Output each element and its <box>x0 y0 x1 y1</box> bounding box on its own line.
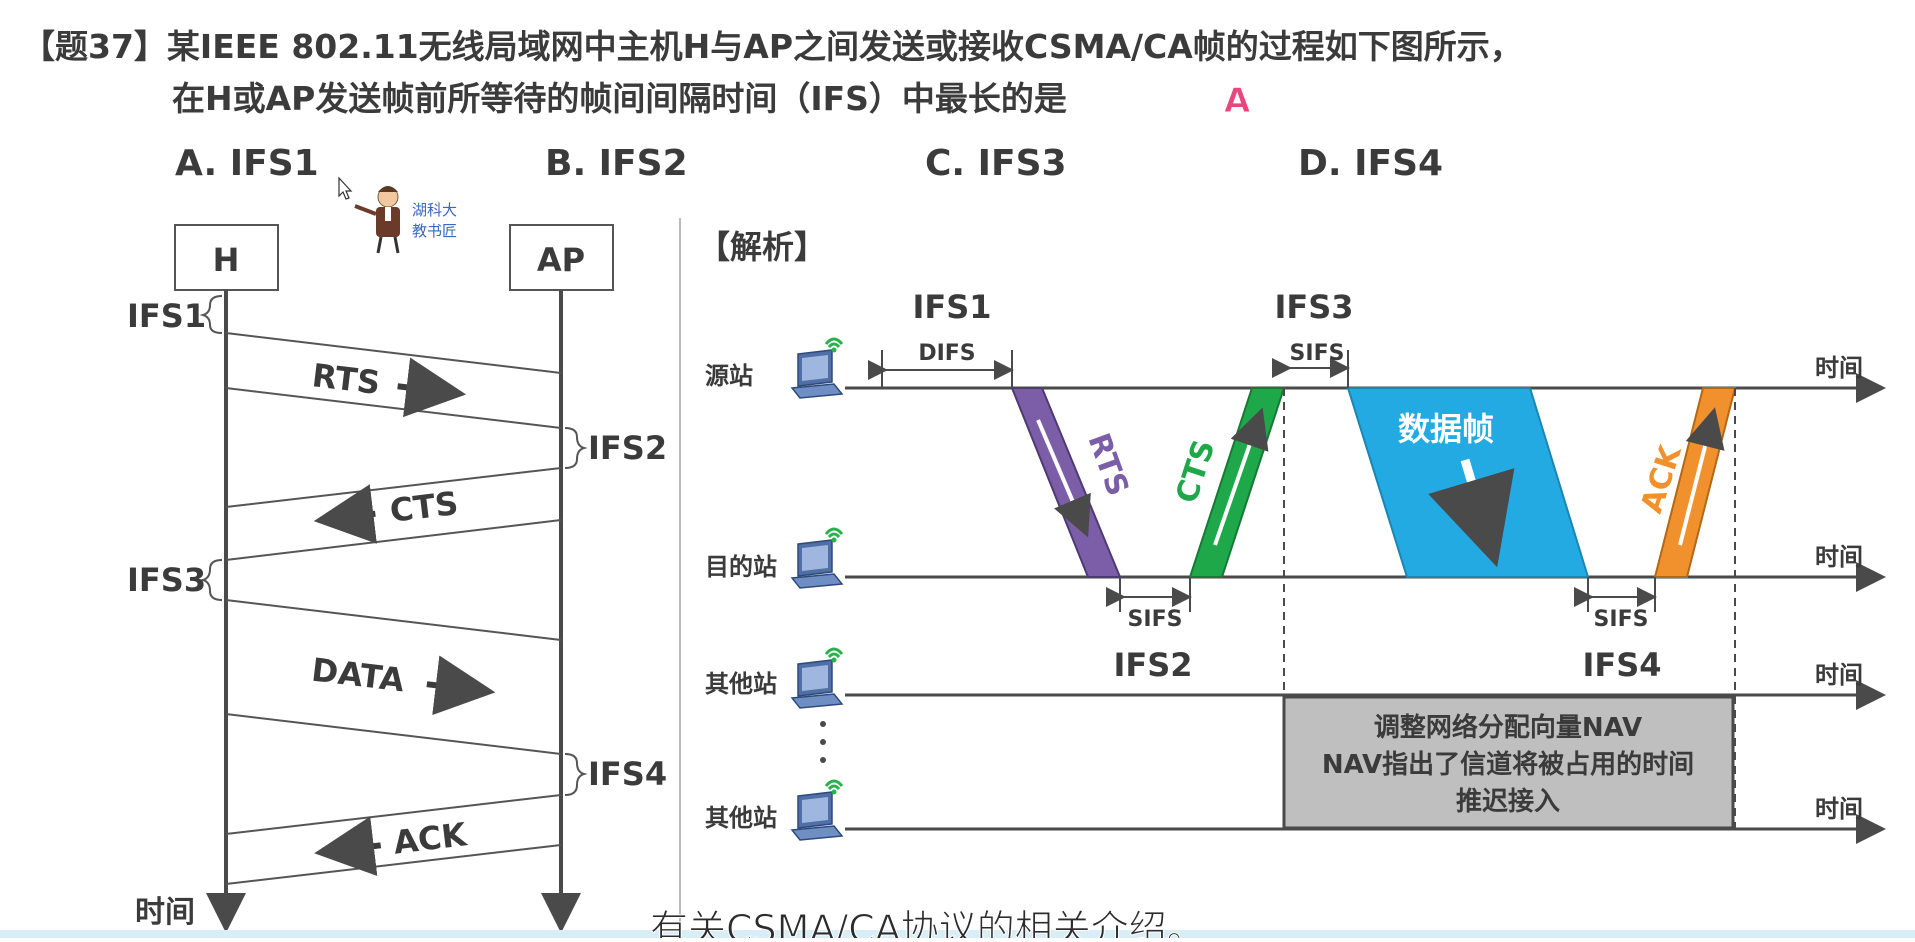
ack-arrow-icon <box>314 816 382 876</box>
ack-direction-arrow-icon <box>1678 407 1725 546</box>
sifs-label-2: SIFS <box>1128 607 1183 632</box>
cts-label: CTS <box>1169 436 1222 508</box>
laptop-other1-icon <box>791 659 843 709</box>
question-line-1: 【题37】某IEEE 802.11无线局域网中主机H与AP之间发送或接收CSMA… <box>22 27 1523 66</box>
time-label-3: 时间 <box>1815 661 1863 689</box>
ifs2-label: IFS2 <box>588 429 667 467</box>
rts-label: RTS <box>1080 429 1135 501</box>
analysis-title: 【解析】 <box>698 228 826 266</box>
time-label-2: 时间 <box>1815 543 1863 571</box>
laptop-source-icon <box>791 349 843 399</box>
station-dest: 目的站 <box>705 553 777 581</box>
host-label: H <box>213 241 240 279</box>
station-other-2: 其他站 <box>705 804 777 832</box>
sifs-label-1: SIFS <box>1290 341 1345 366</box>
cts-direction-arrow-icon <box>1213 407 1269 546</box>
host-box <box>174 224 279 291</box>
option-c[interactable]: C. IFS3 <box>925 143 1067 184</box>
rts-direction-arrow-icon <box>1036 419 1091 538</box>
right-diagram: 【解析】 时间 时间 时间 时间 源站 目的站 其他站 其他站 RTS <box>698 228 1886 844</box>
subtitle-strip <box>0 930 1915 938</box>
option-d[interactable]: D. IFS4 <box>1298 143 1443 184</box>
left-diagram: H AP 时间 IFS1 IFS2 IFS3 IFS4 RTS <box>127 224 667 933</box>
vertical-ellipsis <box>820 721 826 763</box>
sifs-label-3: SIFS <box>1594 607 1649 632</box>
rts-arrow-icon <box>397 357 467 418</box>
nav-box <box>1282 695 1735 830</box>
watermark-line-2: 教书匠 <box>412 222 457 240</box>
rts-frame-label: RTS <box>310 356 382 402</box>
laptop-dest-icon <box>791 539 843 589</box>
ap-box <box>509 224 614 291</box>
ifs3-label: IFS3 <box>127 561 206 599</box>
teacher-avatar-icon <box>354 186 400 254</box>
cts-arrow-icon <box>313 484 377 544</box>
data-direction-arrow-icon <box>1428 458 1515 568</box>
ack-frame-label: ACK <box>391 815 469 862</box>
answer-mark: A <box>1224 81 1251 121</box>
station-source: 源站 <box>705 362 753 390</box>
ifs1-label: IFS1 <box>127 297 206 335</box>
option-a[interactable]: A. IFS1 <box>175 143 319 184</box>
option-b[interactable]: B. IFS2 <box>545 143 688 184</box>
laptop-other2-icon <box>791 791 843 841</box>
question-line-2: 在H或AP发送帧前所等待的帧间间隔时间（IFS）中最长的是 <box>172 79 1067 118</box>
ifs4-label: IFS4 <box>588 755 667 793</box>
data-arrow-icon <box>426 655 496 716</box>
nav-line-1: 调整网络分配向量NAV <box>1374 712 1642 743</box>
right-ifs3-label: IFS3 <box>1274 288 1353 326</box>
watermark-line-1: 湖科大 <box>412 201 457 219</box>
time-label-4: 时间 <box>1815 795 1863 823</box>
nav-line-3: 推迟接入 <box>1456 787 1560 817</box>
right-ifs4-label: IFS4 <box>1582 646 1661 684</box>
cts-frame-label: CTS <box>388 484 460 530</box>
ap-label: AP <box>537 241 585 279</box>
mouse-cursor-icon <box>338 176 353 200</box>
nav-line-2: NAV指出了信道将被占用的时间 <box>1322 749 1694 780</box>
data-frame-label-right: 数据帧 <box>1398 410 1494 448</box>
data-frame-label: DATA <box>310 651 407 700</box>
left-time-label: 时间 <box>135 895 195 930</box>
right-ifs1-label: IFS1 <box>912 288 991 326</box>
station-other-1: 其他站 <box>705 670 777 698</box>
time-label-1: 时间 <box>1815 354 1863 382</box>
difs-label: DIFS <box>918 341 975 366</box>
right-ifs2-label: IFS2 <box>1113 646 1192 684</box>
subtitle-caption: 有关CSMA/CA协议的相关介绍。 <box>650 907 1205 938</box>
